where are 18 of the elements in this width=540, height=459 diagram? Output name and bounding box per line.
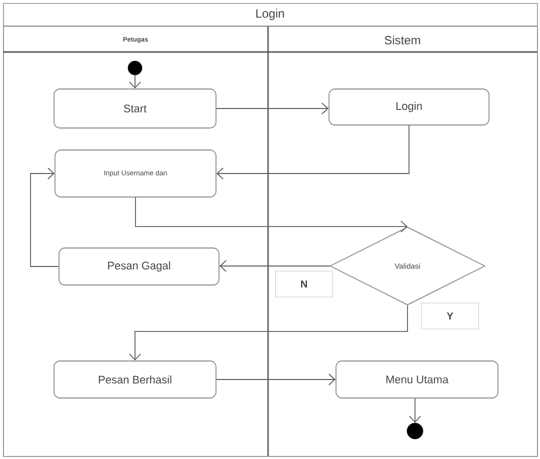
activity-box: Menu Utama <box>336 360 498 398</box>
arrow <box>216 102 329 114</box>
activity-box: Pesan Gagal <box>58 248 220 286</box>
arrow <box>129 305 408 361</box>
activity-box: Login <box>328 88 490 126</box>
arrow <box>135 197 408 232</box>
initial-node <box>128 60 142 76</box>
arrow <box>409 398 421 423</box>
arrow <box>129 74 141 89</box>
arrow <box>216 125 410 180</box>
final-node <box>406 422 424 440</box>
arrow <box>30 168 59 267</box>
arrow <box>216 374 336 386</box>
activity-box: Pesan Berhasil <box>54 360 216 398</box>
arrow <box>219 260 330 272</box>
edge-label: N <box>275 270 333 298</box>
activity-box: Start <box>54 88 216 128</box>
edge-label: Y <box>421 302 479 330</box>
